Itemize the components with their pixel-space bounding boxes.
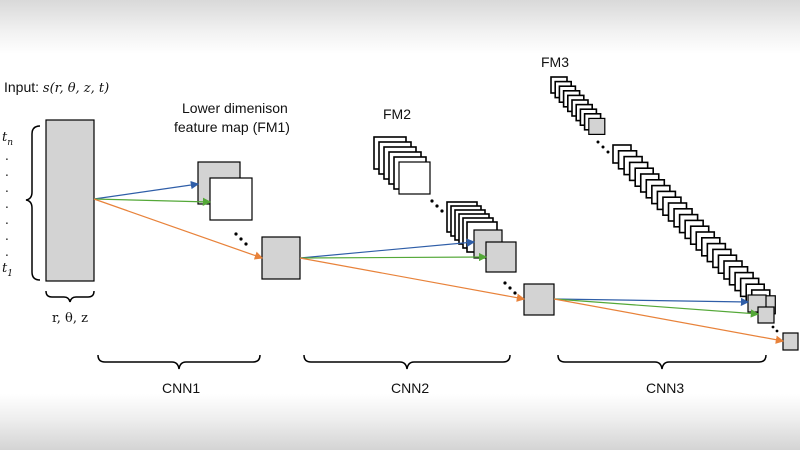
arrow-blue-cnn1 [93,180,200,200]
fm2-mid-stack [446,201,517,273]
fm2-ellipsis-bottom [503,281,517,295]
input-prefix: Input: [4,79,43,95]
time-top-label: tn [2,130,13,148]
svg-text:.: . [5,229,9,243]
fm3-label: FM3 [541,54,569,70]
cnn3-label: CNN3 [646,380,684,396]
svg-text:.: . [5,181,9,195]
cnn1-brace [97,354,261,370]
fm3-feature-map [588,117,606,136]
fm2-last-map [523,283,555,316]
cnn2-label: CNN2 [391,380,429,396]
bottom-background-band [0,394,800,450]
cnn1-label: CNN1 [162,380,200,396]
time-brace [25,125,41,281]
fm1-last-map [261,236,301,280]
svg-text:.: . [5,245,9,259]
fm2-label: FM2 [383,106,411,122]
cnn2-brace [303,354,511,370]
arrow-green-cnn2 [299,252,488,262]
cnn3-brace [557,354,767,370]
fm2-top-stack [373,136,431,195]
arrow-orange-cnn3 [553,298,785,344]
svg-text:.: . [5,149,9,163]
fm3-ellipsis-top [596,140,610,154]
top-background-band [0,0,800,54]
arrow-green-cnn1 [93,197,212,207]
fm3-last-map [782,332,799,351]
fm2-ellipsis-top [430,199,444,213]
fm1-ellipsis [234,232,248,246]
svg-text:.: . [5,197,9,211]
time-bottom-label: t1 [2,261,13,279]
spatial-label: r, θ, z [52,311,88,326]
fm1-label-line1: Lower dimenison [182,100,288,116]
arrow-green-cnn3 [553,298,760,318]
fm3-top-stack [550,76,606,136]
fm3-map-b [757,306,775,324]
input-function: s(r, θ, z, t) [43,81,109,96]
svg-text:.: . [5,213,9,227]
fm1-stack [197,161,253,221]
arrow-orange-cnn1 [93,198,264,260]
svg-text:.: . [5,165,9,179]
arrow-blue-cnn2 [299,238,476,259]
fm3-long-stack [612,144,776,315]
arrow-orange-cnn2 [299,257,526,302]
arrow-blue-cnn3 [553,297,750,307]
input-label: Input: s(r, θ, z, t) [4,79,109,96]
input-tensor [45,119,95,282]
spatial-brace [45,290,95,303]
fm1-label-line2: feature map (FM1) [174,119,290,135]
time-axis-dots: . . . . . . . [5,149,9,259]
fm3-ellipsis-bottom [771,325,779,333]
